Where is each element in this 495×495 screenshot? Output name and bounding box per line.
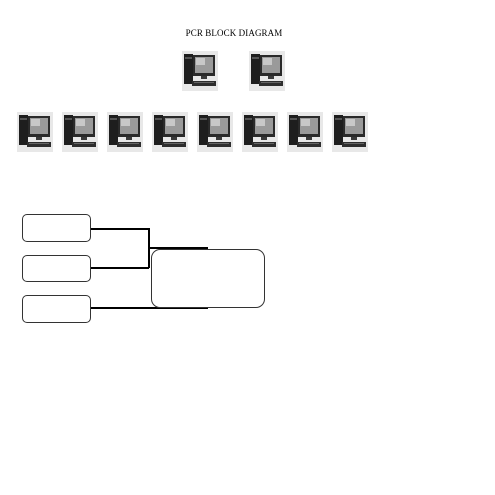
computer-icon: [249, 51, 285, 91]
diagram-title: PCR BLOCK DIAGRAM: [185, 28, 283, 38]
computer-icon: [182, 51, 218, 91]
input-block-2: [22, 255, 91, 282]
input-block-1: [22, 214, 91, 242]
input-block-3: [22, 295, 91, 323]
computer-icon: [332, 112, 368, 152]
computer-icon: [287, 112, 323, 152]
output-block: [151, 249, 265, 308]
computer-icon: [197, 112, 233, 152]
computer-icon: [17, 112, 53, 152]
computer-icon: [107, 112, 143, 152]
computer-icon: [242, 112, 278, 152]
computer-icon: [62, 112, 98, 152]
computer-icon: [152, 112, 188, 152]
